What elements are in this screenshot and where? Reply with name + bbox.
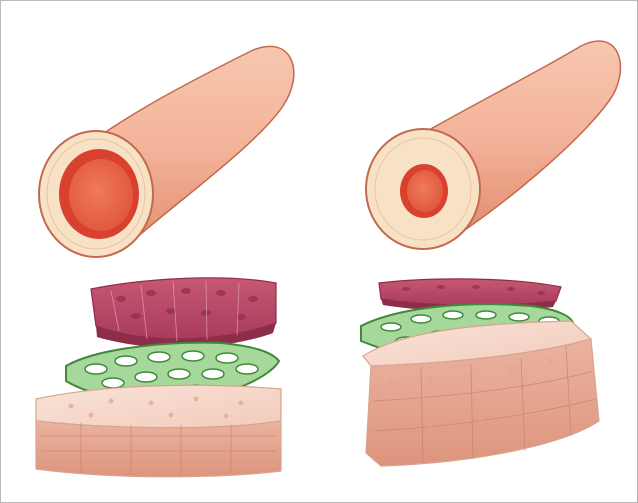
left-connective-tissue-block — [36, 385, 281, 476]
left-vessel — [39, 46, 294, 257]
right-connective-tissue-block — [363, 321, 599, 467]
right-vessel — [366, 41, 620, 249]
left-endothelium-layer — [91, 278, 276, 348]
